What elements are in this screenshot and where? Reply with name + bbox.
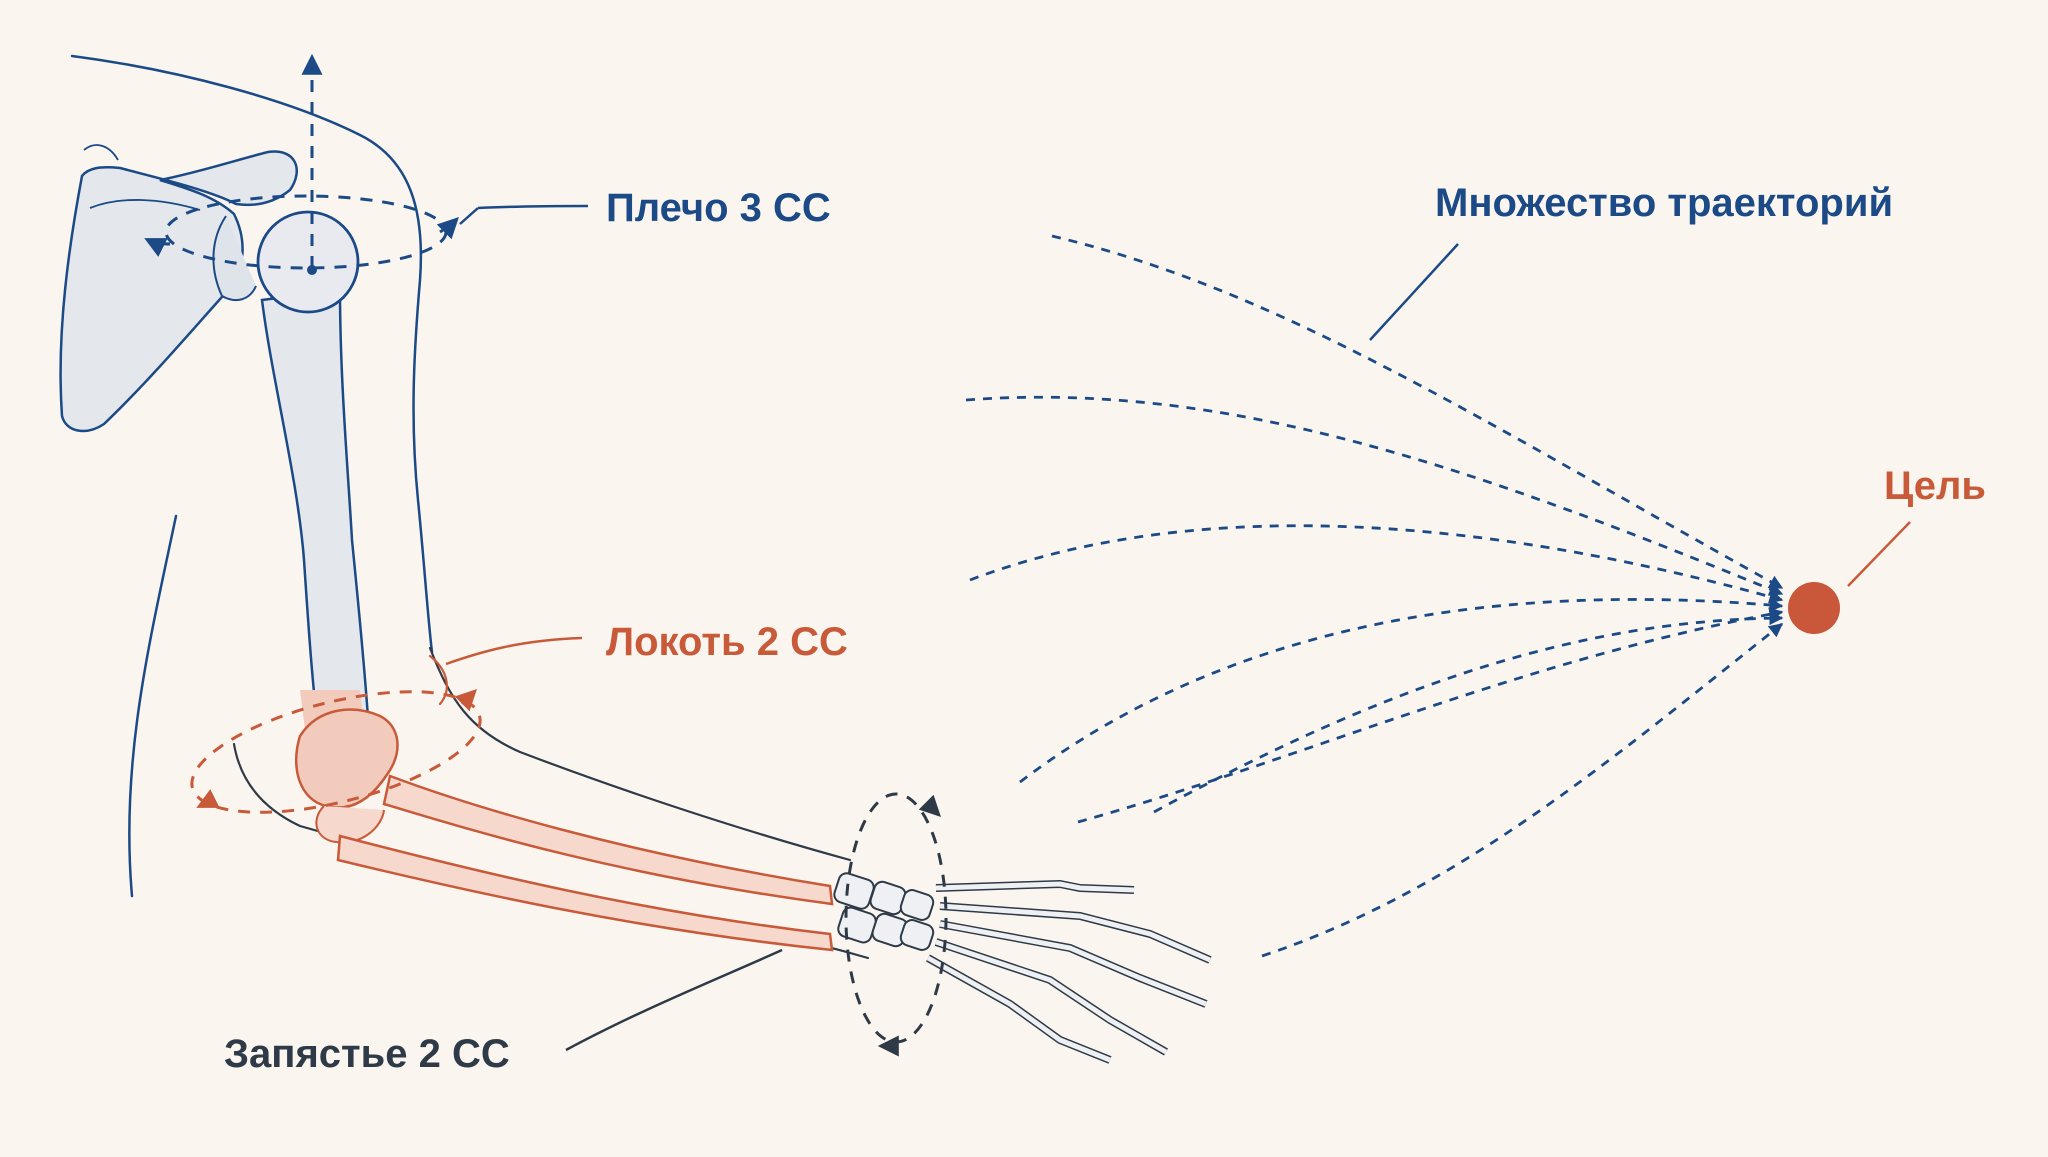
target-label: Цель — [1884, 464, 1986, 508]
elbow-label: Локоть 2 СС — [606, 620, 848, 664]
trajectory-lines — [965, 234, 1784, 958]
target-leader — [1847, 521, 1911, 587]
trajectory-4 — [1019, 597, 1784, 784]
trajectory-1 — [1051, 234, 1784, 590]
trajectory-3 — [969, 524, 1784, 604]
shoulder-dof-arrows — [144, 53, 589, 275]
wrist-dof-arrows — [565, 792, 948, 1057]
wrist-label: Запястье 2 СС — [224, 1032, 510, 1076]
trajectory-6 — [1153, 611, 1784, 814]
humerus — [256, 210, 372, 780]
trajectory-2 — [965, 395, 1784, 596]
hand-skeleton — [833, 872, 1212, 1064]
elbow-dof-arrows — [190, 636, 583, 814]
target-dot — [1788, 582, 1840, 634]
forearm-bones — [295, 708, 834, 952]
trajectories-leader — [1369, 243, 1459, 341]
humeral-head — [256, 210, 360, 314]
trajectory-7 — [1261, 622, 1784, 958]
scapula — [59, 144, 298, 433]
trajectory-5 — [1077, 607, 1784, 824]
trajectories-label: Множество траекторий — [1435, 181, 1894, 225]
shoulder-label: Плечо 3 СС — [606, 186, 831, 230]
